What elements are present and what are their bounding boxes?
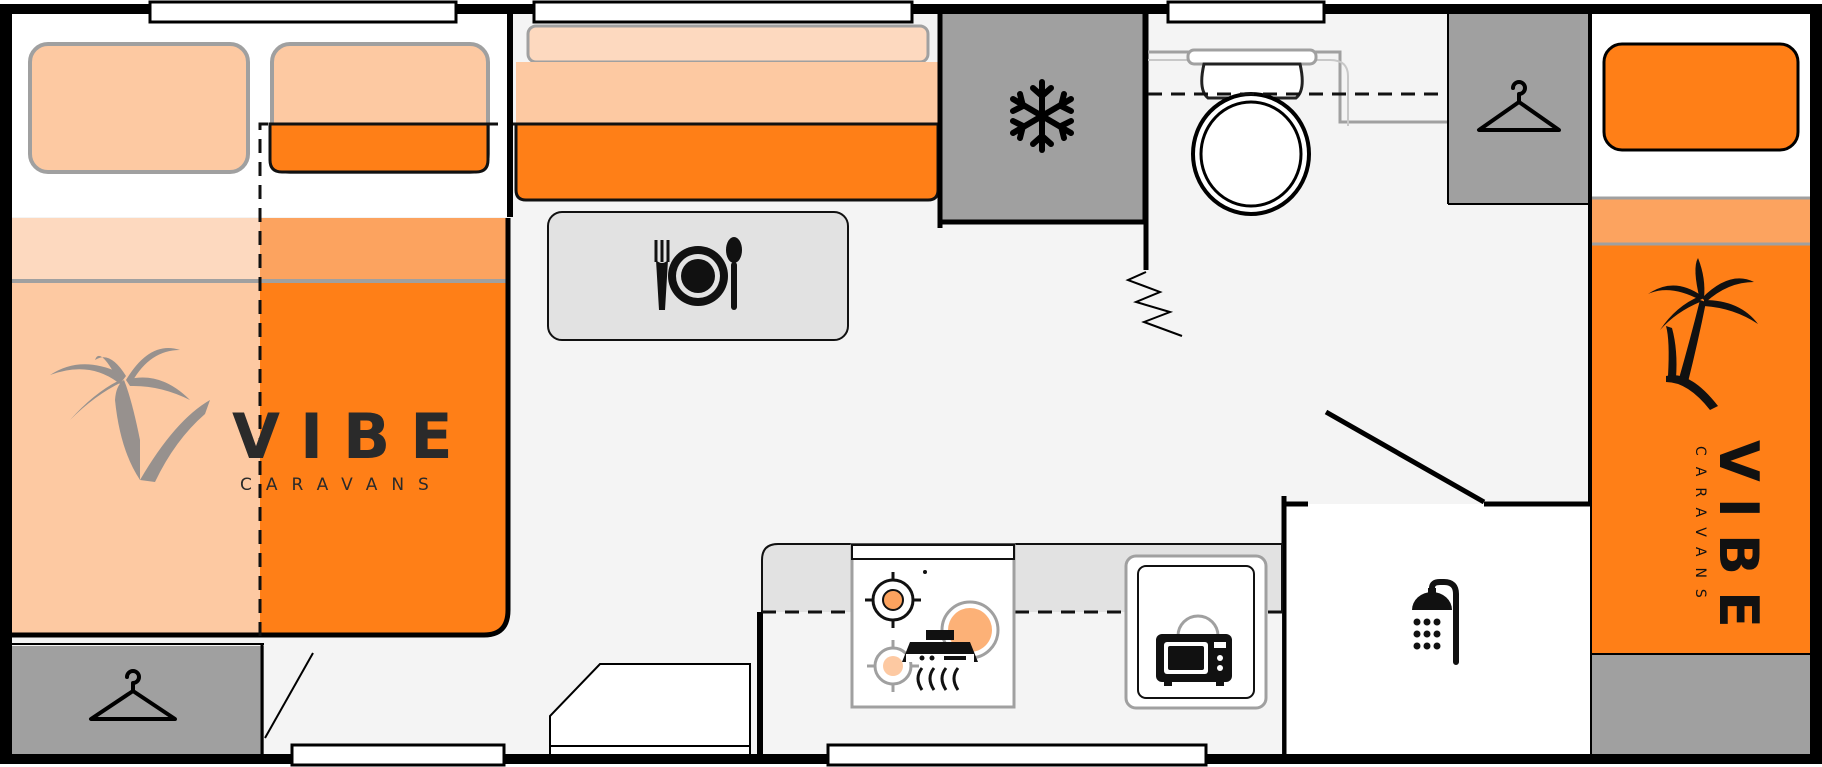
- brand-logo-horizontal: VIBE CARAVANS: [50, 348, 473, 495]
- window-bottom-2: [826, 743, 1208, 767]
- window-top-2: [532, 0, 914, 24]
- kitchen-bench: [757, 543, 1283, 757]
- cassette-line-inner: [1148, 59, 1349, 126]
- dinette-seat-light: [516, 62, 938, 124]
- entry-door-swing: [1324, 409, 1486, 505]
- wall-left: [0, 4, 12, 764]
- fridge: [937, 12, 1146, 228]
- wardrobe-left: [10, 643, 314, 756]
- gas-burner-icon: [867, 640, 919, 692]
- window-top-1: [148, 0, 458, 24]
- door-spring: [1125, 271, 1183, 337]
- microwave-icon: [1156, 634, 1232, 686]
- hanger-icon: [1477, 80, 1561, 132]
- plate-cutlery-icon: [654, 237, 742, 310]
- pillow-right-orange: [268, 122, 490, 174]
- bed-outline: [10, 218, 511, 638]
- front-cushion: [1602, 42, 1800, 152]
- shower-icon: [1412, 579, 1459, 665]
- toilet-icon: [1186, 48, 1318, 216]
- toilet-area: [1125, 12, 1588, 337]
- dinette: [514, 24, 940, 341]
- cooktop: [850, 543, 1016, 709]
- front-seat-right: [1588, 12, 1812, 756]
- dinette-backrest: [526, 24, 930, 64]
- logo-sub-text-vertical: CARAVANS: [1692, 446, 1708, 609]
- hanger-icon: [89, 669, 177, 721]
- sink-cabinet: [1124, 554, 1268, 710]
- wall-right: [1810, 4, 1822, 764]
- rangehood-icon: [902, 630, 978, 691]
- wardrobe-door-swing: [264, 652, 314, 739]
- snowflake-icon: [1010, 79, 1074, 153]
- wardrobe-bathroom: [1447, 12, 1588, 205]
- bed-dashed-outline: [258, 122, 940, 636]
- logo-main-text-vertical: VIBE: [1707, 440, 1770, 644]
- brand-logo-vertical: VIBE CARAVANS: [1692, 440, 1770, 644]
- front-storage: [1590, 654, 1812, 756]
- bed-mattress-orange: [260, 283, 508, 635]
- window-top-3: [1166, 0, 1326, 24]
- bed-fold-mid: [260, 218, 508, 282]
- dinette-seat-orange: [514, 122, 940, 202]
- palm-tree-icon: [50, 348, 210, 482]
- gas-burner-icon: [865, 572, 921, 628]
- window-bottom-1: [290, 743, 506, 767]
- bed-area-left: [10, 12, 940, 638]
- palm-tree-icon: [1648, 258, 1758, 410]
- shower-cubicle: [1281, 496, 1590, 756]
- bed-fold-light: [10, 218, 260, 282]
- logo-main-text: VIBE: [232, 400, 473, 473]
- pillow-left: [28, 42, 250, 174]
- logo-sub-text: CARAVANS: [240, 475, 443, 495]
